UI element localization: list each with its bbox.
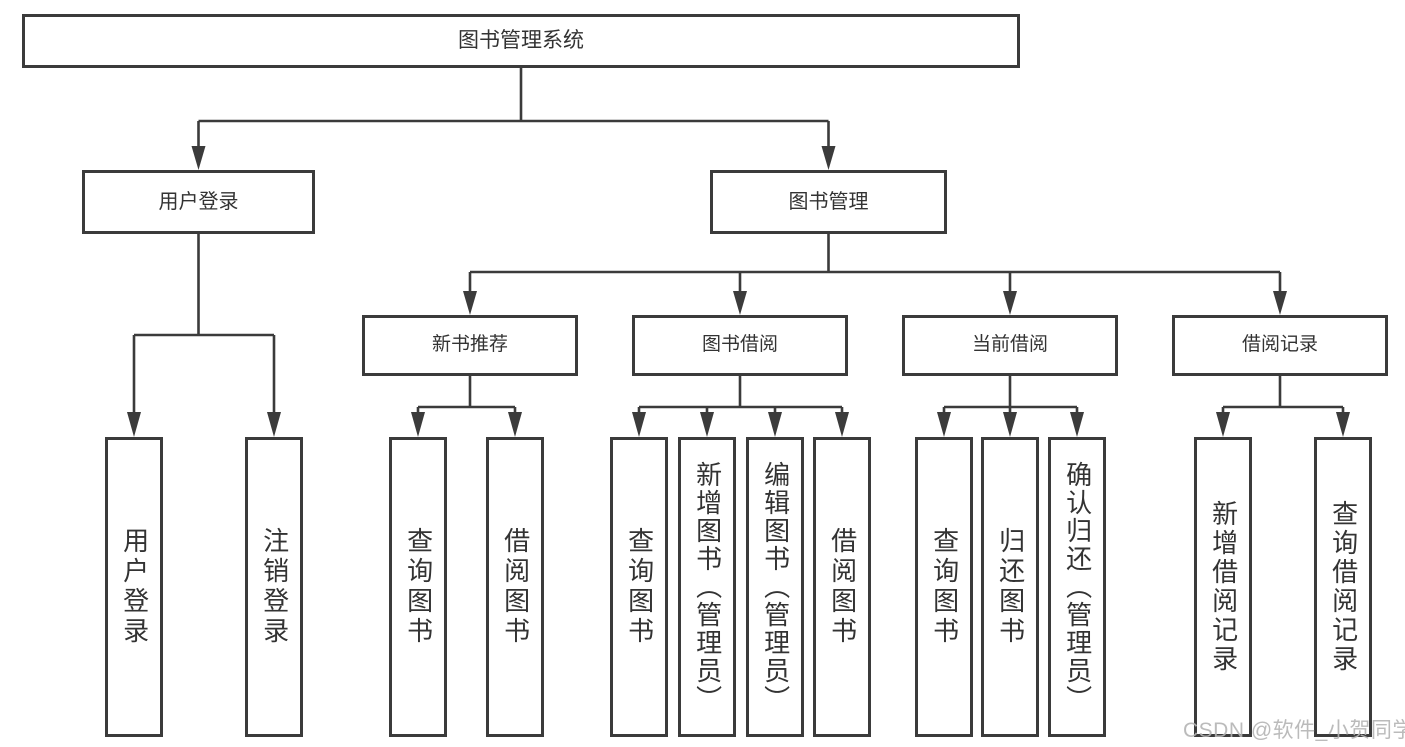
node-borrowing-records: 借阅记录 xyxy=(1172,315,1388,376)
leaf-return-books: 归还图书 xyxy=(981,437,1039,737)
leaf-query-books-recommend: 查询图书 xyxy=(389,437,447,737)
leaf-confirm-return-admin: 确认归还（管理员） xyxy=(1048,437,1106,737)
leaf-edit-books-admin: 编辑图书（管理员） xyxy=(746,437,804,737)
leaf-add-books-admin: 新增图书（管理员） xyxy=(678,437,736,737)
leaf-add-borrow-record: 新增借阅记录 xyxy=(1194,437,1252,737)
leaf-user-login: 用户登录 xyxy=(105,437,163,737)
node-library-management-system: 图书管理系统 xyxy=(22,14,1020,68)
leaf-query-borrow-record: 查询借阅记录 xyxy=(1314,437,1372,737)
node-user-login: 用户登录 xyxy=(82,170,315,234)
arrowheads xyxy=(127,146,1350,437)
leaf-query-books-current: 查询图书 xyxy=(915,437,973,737)
leaf-query-books-borrow: 查询图书 xyxy=(610,437,668,737)
node-book-management: 图书管理 xyxy=(710,170,947,234)
leaf-borrow-books: 借阅图书 xyxy=(813,437,871,737)
node-current-borrowing: 当前借阅 xyxy=(902,315,1118,376)
csdn-watermark: CSDN @软件_小贺同学 xyxy=(1183,719,1405,742)
node-new-book-recommendation: 新书推荐 xyxy=(362,315,578,376)
leaf-borrow-books-recommend: 借阅图书 xyxy=(486,437,544,737)
node-book-borrowing: 图书借阅 xyxy=(632,315,848,376)
leaf-logout: 注销登录 xyxy=(245,437,303,737)
